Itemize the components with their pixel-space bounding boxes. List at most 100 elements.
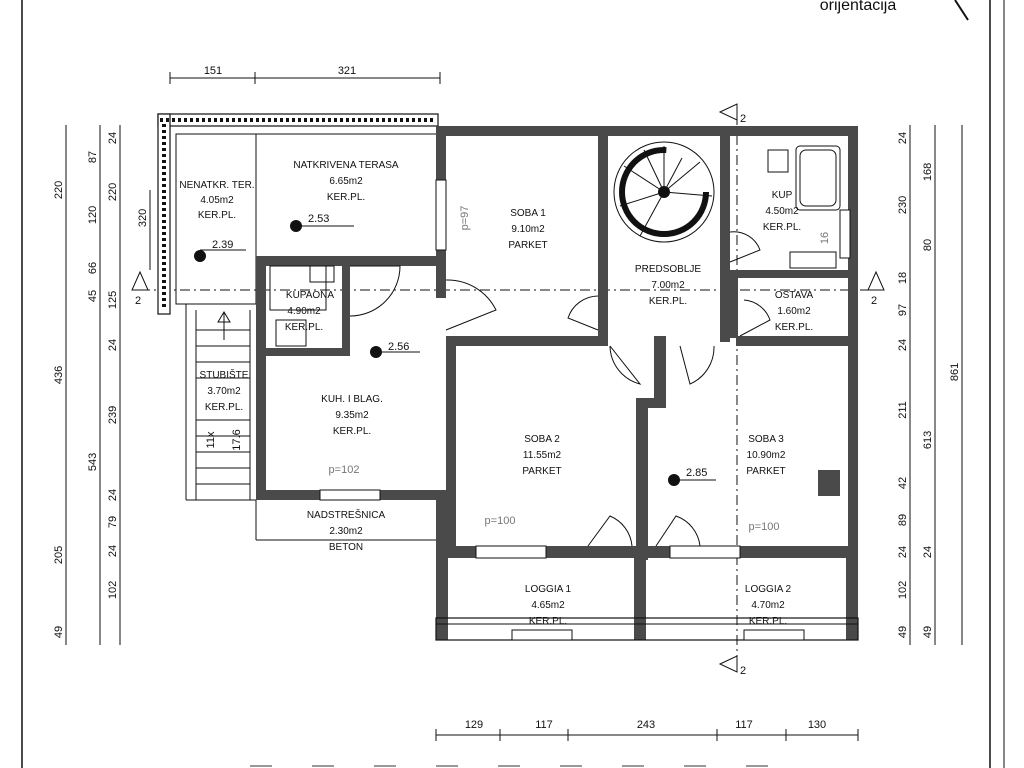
svg-text:2.56: 2.56 — [388, 341, 409, 353]
stair-treads — [195, 310, 251, 500]
dim-right-inner-1: 24 — [897, 132, 909, 144]
parapet-kuhinja: p=102 — [329, 464, 360, 476]
svg-text:2: 2 — [871, 295, 877, 307]
svg-text:LOGGIA 1: LOGGIA 1 — [525, 584, 572, 595]
room-kup: KUP 4.50m2 KER.PL. — [763, 190, 801, 233]
orientation-label: orijentacija — [820, 0, 897, 14]
section-mark-bottom: 2 — [718, 655, 746, 677]
dim-right-inner-3: 18 — [897, 272, 909, 284]
svg-text:1.60m2: 1.60m2 — [777, 306, 811, 317]
svg-text:NENATKR. TER.: NENATKR. TER. — [179, 180, 254, 191]
dim-right-mid-2: 80 — [922, 239, 934, 251]
svg-text:4.70m2: 4.70m2 — [751, 600, 785, 611]
svg-text:9.35m2: 9.35m2 — [335, 410, 369, 421]
dim-left-inner-2: 120 — [87, 206, 99, 224]
dim-bottom-3: 243 — [637, 719, 655, 731]
room-soba-1: SOBA 1 9.10m2 PARKET — [508, 208, 547, 251]
dim-bottom-5: 130 — [808, 719, 826, 731]
svg-text:KER.PL.: KER.PL. — [205, 402, 243, 413]
dim-right-inner-9: 24 — [897, 546, 909, 558]
spiral-stair-icon — [613, 141, 715, 243]
dim-left-inner-3: 66 — [87, 262, 99, 274]
svg-text:PARKET: PARKET — [508, 240, 547, 251]
dim-left-outer-2: 436 — [53, 366, 65, 384]
level-marker-2: 2.53 — [290, 213, 354, 232]
svg-text:PARKET: PARKET — [746, 466, 785, 477]
dim-bottom-4: 117 — [735, 719, 753, 731]
dim-left-inner-4: 45 — [87, 290, 99, 302]
walls — [256, 126, 859, 641]
dim-left-inner-8: 543 — [87, 453, 99, 471]
room-loggia-1: LOGGIA 1 4.65m2 KER.PL. — [525, 584, 572, 627]
room-stubiste: STUBIŠTE 3.70m2 KER.PL. — [200, 368, 249, 413]
windows — [319, 179, 851, 641]
svg-text:KER.PL.: KER.PL. — [649, 296, 687, 307]
dim-right-inner-4: 97 — [897, 304, 909, 316]
room-ostava: OSTAVA 1.60m2 KER.PL. — [775, 290, 814, 333]
dim-left-outer-1: 220 — [53, 181, 65, 199]
level-marker-3: 2.56 — [370, 341, 420, 358]
svg-text:NATKRIVENA TERASA: NATKRIVENA TERASA — [293, 160, 399, 171]
room-natkrivena-terasa: NATKRIVENA TERASA 6.65m2 KER.PL. — [293, 160, 399, 203]
dim-bottom-2: 117 — [535, 719, 553, 731]
dim-bottom-1: 129 — [465, 719, 483, 731]
dim-right-inner-2: 230 — [897, 196, 909, 214]
svg-text:SOBA 3: SOBA 3 — [748, 434, 784, 445]
room-loggia-2: LOGGIA 2 4.70m2 KER.PL. — [745, 584, 792, 627]
dim-left-outer-4: 49 — [53, 626, 65, 638]
stair-steps: 11x — [205, 431, 217, 448]
dim-left-inner-1: 87 — [87, 151, 99, 163]
dim-right-inner-5: 24 — [897, 339, 909, 351]
bathroom-fixtures — [269, 145, 841, 347]
dim-right-mid-4: 24 — [922, 546, 934, 558]
svg-text:KER.PL.: KER.PL. — [285, 322, 323, 333]
dim-right-outer-1: 861 — [949, 363, 961, 381]
bottom-dimensions: 129 117 243 117 130 — [435, 719, 859, 741]
svg-text:7.00m2: 7.00m2 — [651, 280, 685, 291]
section-mark-right: 2 — [867, 270, 885, 307]
svg-text:PARKET: PARKET — [522, 466, 561, 477]
room-soba-3: SOBA 3 10.90m2 PARKET — [746, 434, 786, 477]
svg-text:3.70m2: 3.70m2 — [207, 386, 241, 397]
stair-riser: 17.6 — [231, 429, 243, 450]
svg-text:9.10m2: 9.10m2 — [511, 224, 545, 235]
dim-top-2: 321 — [338, 65, 356, 77]
dim-right-inner-8: 89 — [897, 514, 909, 526]
svg-text:KUPAONA: KUPAONA — [286, 290, 334, 301]
dim-left-inner-11: 24 — [107, 545, 119, 557]
dim-left-inner-7: 239 — [107, 406, 119, 424]
dim-right-inner-11: 49 — [897, 626, 909, 638]
dim-left-inner-14: 220 — [107, 183, 119, 201]
dim-left-inner-6: 24 — [107, 339, 119, 351]
dim-left-inner-10: 79 — [107, 516, 119, 528]
right-dimensions: 24 230 18 97 24 211 42 89 24 102 49 168 … — [897, 125, 963, 645]
doors — [349, 231, 771, 547]
svg-text:KUP: KUP — [772, 190, 793, 201]
dim-right-inner-7: 42 — [897, 477, 909, 489]
dim-right-mid-5: 49 — [922, 626, 934, 638]
dim-left-inner-13: 24 — [107, 132, 119, 144]
svg-text:KUH. I BLAG.: KUH. I BLAG. — [321, 394, 383, 405]
parapet-soba-3: p=100 — [749, 521, 780, 533]
parapet-soba-2: p=100 — [485, 515, 516, 527]
dim-right-mid-3: 613 — [922, 431, 934, 449]
svg-text:KER.PL.: KER.PL. — [333, 426, 371, 437]
dim-right-inner-6: 211 — [897, 401, 909, 419]
dim-top-1: 151 — [204, 65, 222, 77]
svg-text:SOBA 1: SOBA 1 — [510, 208, 546, 219]
svg-text:SOBA 2: SOBA 2 — [524, 434, 560, 445]
svg-text:2.30m2: 2.30m2 — [329, 526, 363, 537]
dim-right-inner-10: 102 — [897, 581, 909, 599]
left-dimensions: 220 436 205 49 320 87 120 66 45 125 24 2… — [53, 125, 151, 645]
dim-left-inner-12: 102 — [107, 581, 119, 599]
svg-text:STUBIŠTE: STUBIŠTE — [200, 368, 249, 381]
svg-text:2.39: 2.39 — [212, 239, 233, 251]
dim-right-mid-1: 168 — [922, 163, 934, 181]
svg-text:KER.PL.: KER.PL. — [198, 210, 236, 221]
svg-text:KER.PL.: KER.PL. — [529, 616, 567, 627]
svg-text:KER.PL.: KER.PL. — [749, 616, 787, 627]
room-predsoblje: PREDSOBLJE 7.00m2 KER.PL. — [635, 264, 701, 307]
svg-text:PREDSOBLJE: PREDSOBLJE — [635, 264, 701, 275]
svg-text:LOGGIA 2: LOGGIA 2 — [745, 584, 792, 595]
svg-text:2: 2 — [135, 295, 141, 307]
